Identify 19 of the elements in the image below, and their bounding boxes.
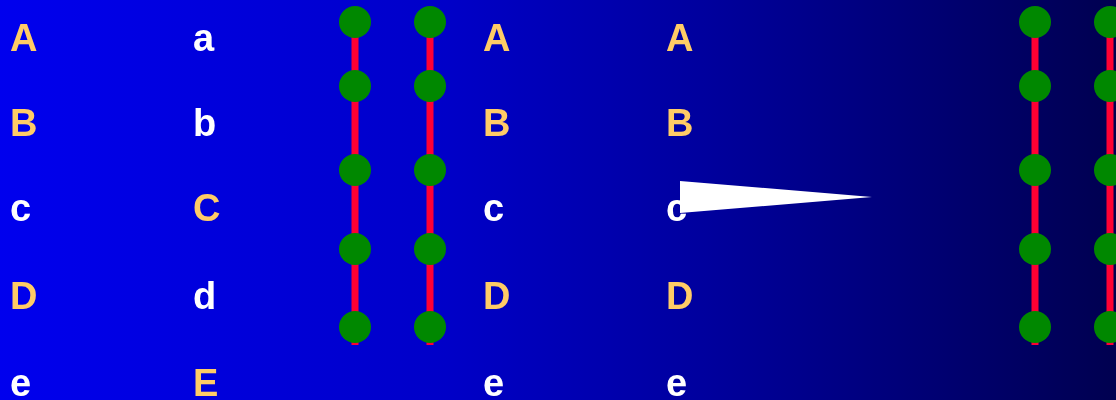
allele-label: A	[10, 19, 38, 57]
allele-label: B	[483, 104, 511, 142]
allele-label: e	[10, 364, 32, 400]
allele-label: b	[193, 104, 217, 142]
allele-label: A	[483, 19, 511, 57]
allele-label: a	[193, 19, 215, 57]
allele-label: A	[666, 19, 694, 57]
allele-label: B	[10, 104, 38, 142]
allele-label: E	[193, 364, 219, 400]
allele-label: B	[666, 104, 694, 142]
allele-label: D	[483, 277, 511, 315]
allele-label: c	[10, 189, 32, 227]
allele-label: c	[483, 189, 505, 227]
allele-label: e	[483, 364, 505, 400]
allele-label: e	[666, 364, 688, 400]
allele-label: d	[193, 277, 217, 315]
allele-label: C	[193, 189, 221, 227]
allele-label: D	[10, 277, 38, 315]
allele-label: D	[666, 277, 694, 315]
